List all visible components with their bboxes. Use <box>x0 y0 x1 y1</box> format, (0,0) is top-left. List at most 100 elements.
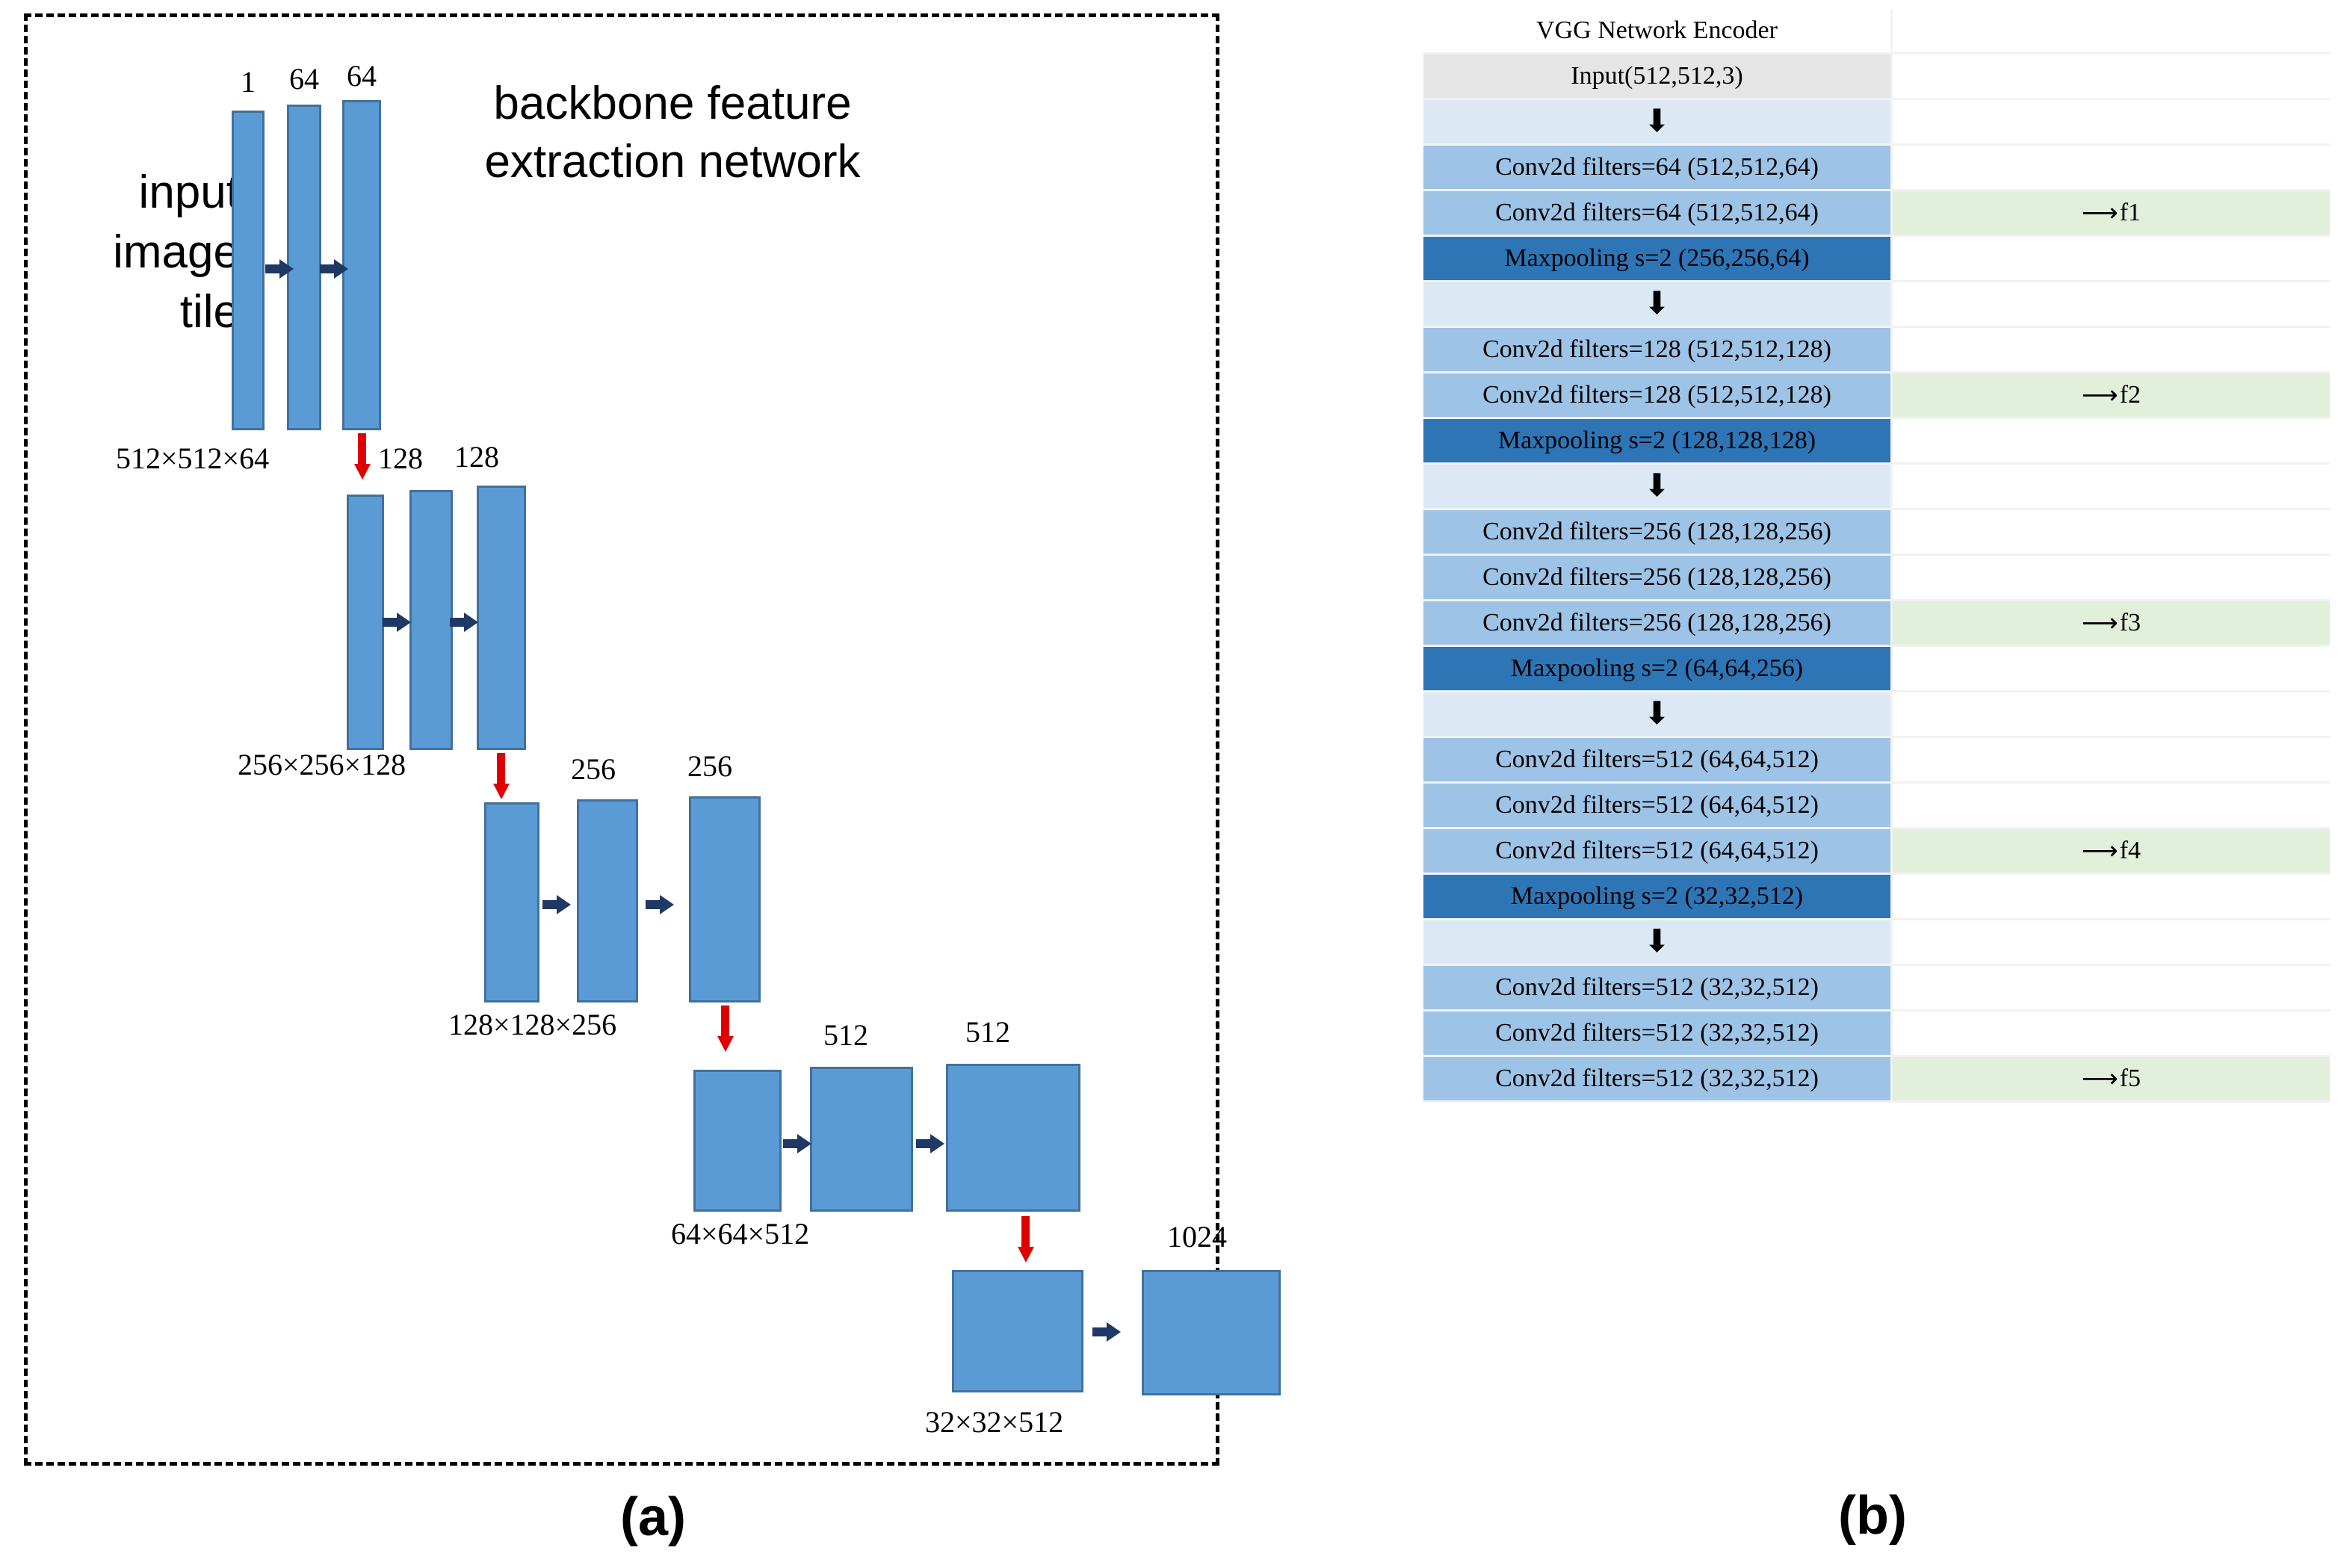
panel-a-diagram: backbone feature extraction network inpu… <box>24 13 1281 1547</box>
right-arrow-icon: ⟶ <box>2081 1064 2118 1094</box>
layer-label: Maxpooling s=2 (64,64,256) <box>1510 654 1804 682</box>
conv-arrow-s3-2 <box>646 895 674 914</box>
stage1-channels-1: 1 <box>241 65 256 99</box>
right-arrow-icon: ⟶ <box>2081 608 2118 638</box>
layer-label: Conv2d filters=64 (512,512,64) <box>1495 199 1819 226</box>
stage5-block1 <box>952 1270 1083 1392</box>
backbone-title: backbone feature extraction network <box>411 75 934 190</box>
down-arrow-icon: ⬇ <box>1643 695 1671 731</box>
flow-arrow-cell: ⬇ <box>1423 465 1893 510</box>
feature-output-cell: ⟶f4 <box>1893 829 2330 875</box>
down-arrow-icon: ⬇ <box>1643 285 1671 321</box>
layer-label: Conv2d filters=256 (128,128,256) <box>1482 609 1831 636</box>
feature-marker: ⟶f4 <box>2082 836 2141 866</box>
table-row: ⬇ <box>1423 100 2330 146</box>
right-arrow-icon: ⟶ <box>2081 380 2118 410</box>
empty-cell <box>1893 146 2330 191</box>
input-tile-label-line3: tile <box>179 286 239 338</box>
down-arrow-icon: ⬇ <box>1643 467 1671 503</box>
empty-cell <box>1893 9 2330 55</box>
layer-cell: Maxpooling s=2 (128,128,128) <box>1423 419 1893 465</box>
layer-cell: Conv2d filters=64 (512,512,64) <box>1423 146 1893 191</box>
layer-label: Conv2d filters=256 (128,128,256) <box>1482 518 1831 545</box>
empty-cell <box>1893 419 2330 465</box>
flow-arrow-cell: ⬇ <box>1423 100 1893 146</box>
layer-cell: Conv2d filters=512 (32,32,512) <box>1423 1057 1893 1103</box>
empty-cell <box>1893 237 2330 282</box>
feature-marker: ⟶f3 <box>2082 608 2141 638</box>
layer-label: Conv2d filters=256 (128,128,256) <box>1482 563 1831 591</box>
table-row: Maxpooling s=2 (128,128,128) <box>1423 419 2330 465</box>
stage5-dimension-label: 32×32×512 <box>925 1405 1064 1439</box>
layer-label: Input(512,512,3) <box>1571 62 1743 90</box>
feature-output-cell: ⟶f5 <box>1893 1057 2330 1103</box>
layer-cell: Conv2d filters=512 (32,32,512) <box>1423 1011 1893 1057</box>
table-header-cell: VGG Network Encoder <box>1423 9 1893 55</box>
table-row: ⬇ <box>1423 465 2330 510</box>
empty-cell <box>1893 1011 2330 1057</box>
layer-cell: Conv2d filters=256 (128,128,256) <box>1423 601 1893 647</box>
feature-output-cell: ⟶f1 <box>1893 191 2330 237</box>
table-row: Maxpooling s=2 (64,64,256) <box>1423 647 2330 692</box>
empty-cell <box>1893 647 2330 692</box>
table-row: Maxpooling s=2 (256,256,64) <box>1423 237 2330 282</box>
feature-marker: ⟶f2 <box>2082 380 2141 410</box>
layer-label: Conv2d filters=512 (64,64,512) <box>1495 746 1819 773</box>
table-row: Maxpooling s=2 (32,32,512) <box>1423 875 2330 920</box>
stage4-block1 <box>693 1070 782 1212</box>
conv-arrow-s3-1 <box>542 895 571 914</box>
layer-label: Maxpooling s=2 (256,256,64) <box>1504 244 1810 272</box>
input-tile-label-line2: image <box>113 226 239 278</box>
layer-cell: Maxpooling s=2 (32,32,512) <box>1423 875 1893 920</box>
empty-cell <box>1893 556 2330 601</box>
stage1-channels-3: 64 <box>347 59 377 93</box>
layer-label: Maxpooling s=2 (128,128,128) <box>1497 427 1816 454</box>
backbone-title-line1: backbone feature <box>493 78 852 129</box>
down-arrow-icon: ⬇ <box>1643 923 1671 959</box>
layer-cell: Input(512,512,3) <box>1423 55 1893 100</box>
feature-marker: ⟶f5 <box>2082 1064 2141 1094</box>
stage4-dimension-label: 64×64×512 <box>671 1217 810 1251</box>
flow-arrow-cell: ⬇ <box>1423 920 1893 966</box>
backbone-dashed-boundary <box>24 13 1219 1466</box>
table-row: Conv2d filters=64 (512,512,64) <box>1423 146 2330 191</box>
stage1-block1 <box>232 111 265 430</box>
stage3-block1 <box>484 802 539 1003</box>
stage2-block1 <box>347 495 384 750</box>
feature-output-cell: ⟶f3 <box>1893 601 2330 647</box>
layer-label: Conv2d filters=512 (32,32,512) <box>1495 1065 1819 1092</box>
empty-cell <box>1893 692 2330 738</box>
table-row: Input(512,512,3) <box>1423 55 2330 100</box>
stage2-channels-1: 128 <box>378 441 423 475</box>
down-arrow-icon: ⬇ <box>1643 102 1671 139</box>
table-row: VGG Network Encoder <box>1423 9 2330 55</box>
flow-arrow-cell: ⬇ <box>1423 282 1893 328</box>
table-row: Conv2d filters=64 (512,512,64) ⟶f1 <box>1423 191 2330 237</box>
input-tile-label-line1: input <box>138 167 239 218</box>
pool-arrow-s1 <box>354 433 371 480</box>
stage2-dimension-label: 256×256×128 <box>238 748 406 781</box>
table-row: Conv2d filters=512 (32,32,512) ⟶f5 <box>1423 1057 2330 1103</box>
table-row: ⬇ <box>1423 692 2330 738</box>
table-row: Conv2d filters=512 (64,64,512) <box>1423 784 2330 829</box>
stage5-channels-1: 1024 <box>1167 1220 1227 1254</box>
feature-name: f5 <box>2119 1065 2141 1092</box>
pool-arrow-s4 <box>1018 1216 1034 1262</box>
layer-cell: Conv2d filters=512 (32,32,512) <box>1423 966 1893 1011</box>
layer-cell: Maxpooling s=2 (64,64,256) <box>1423 647 1893 692</box>
table-row: Conv2d filters=128 (512,512,128)⟶f2 <box>1423 374 2330 419</box>
table-row: Conv2d filters=512 (64,64,512) <box>1423 738 2330 784</box>
layer-cell: Conv2d filters=64 (512,512,64) <box>1423 191 1893 237</box>
stage4-block3 <box>946 1064 1080 1212</box>
stage1-dimension-label: 512×512×64 <box>116 441 270 475</box>
layer-label: Conv2d filters=512 (32,32,512) <box>1495 973 1819 1001</box>
empty-cell <box>1893 465 2330 510</box>
conv-arrow-s2-2 <box>450 613 478 632</box>
table-row: ⬇ <box>1423 282 2330 328</box>
layer-cell: Conv2d filters=128 (512,512,128) <box>1423 328 1893 374</box>
empty-cell <box>1893 282 2330 328</box>
feature-name: f4 <box>2119 837 2141 864</box>
backbone-title-line2: extraction network <box>484 135 861 188</box>
